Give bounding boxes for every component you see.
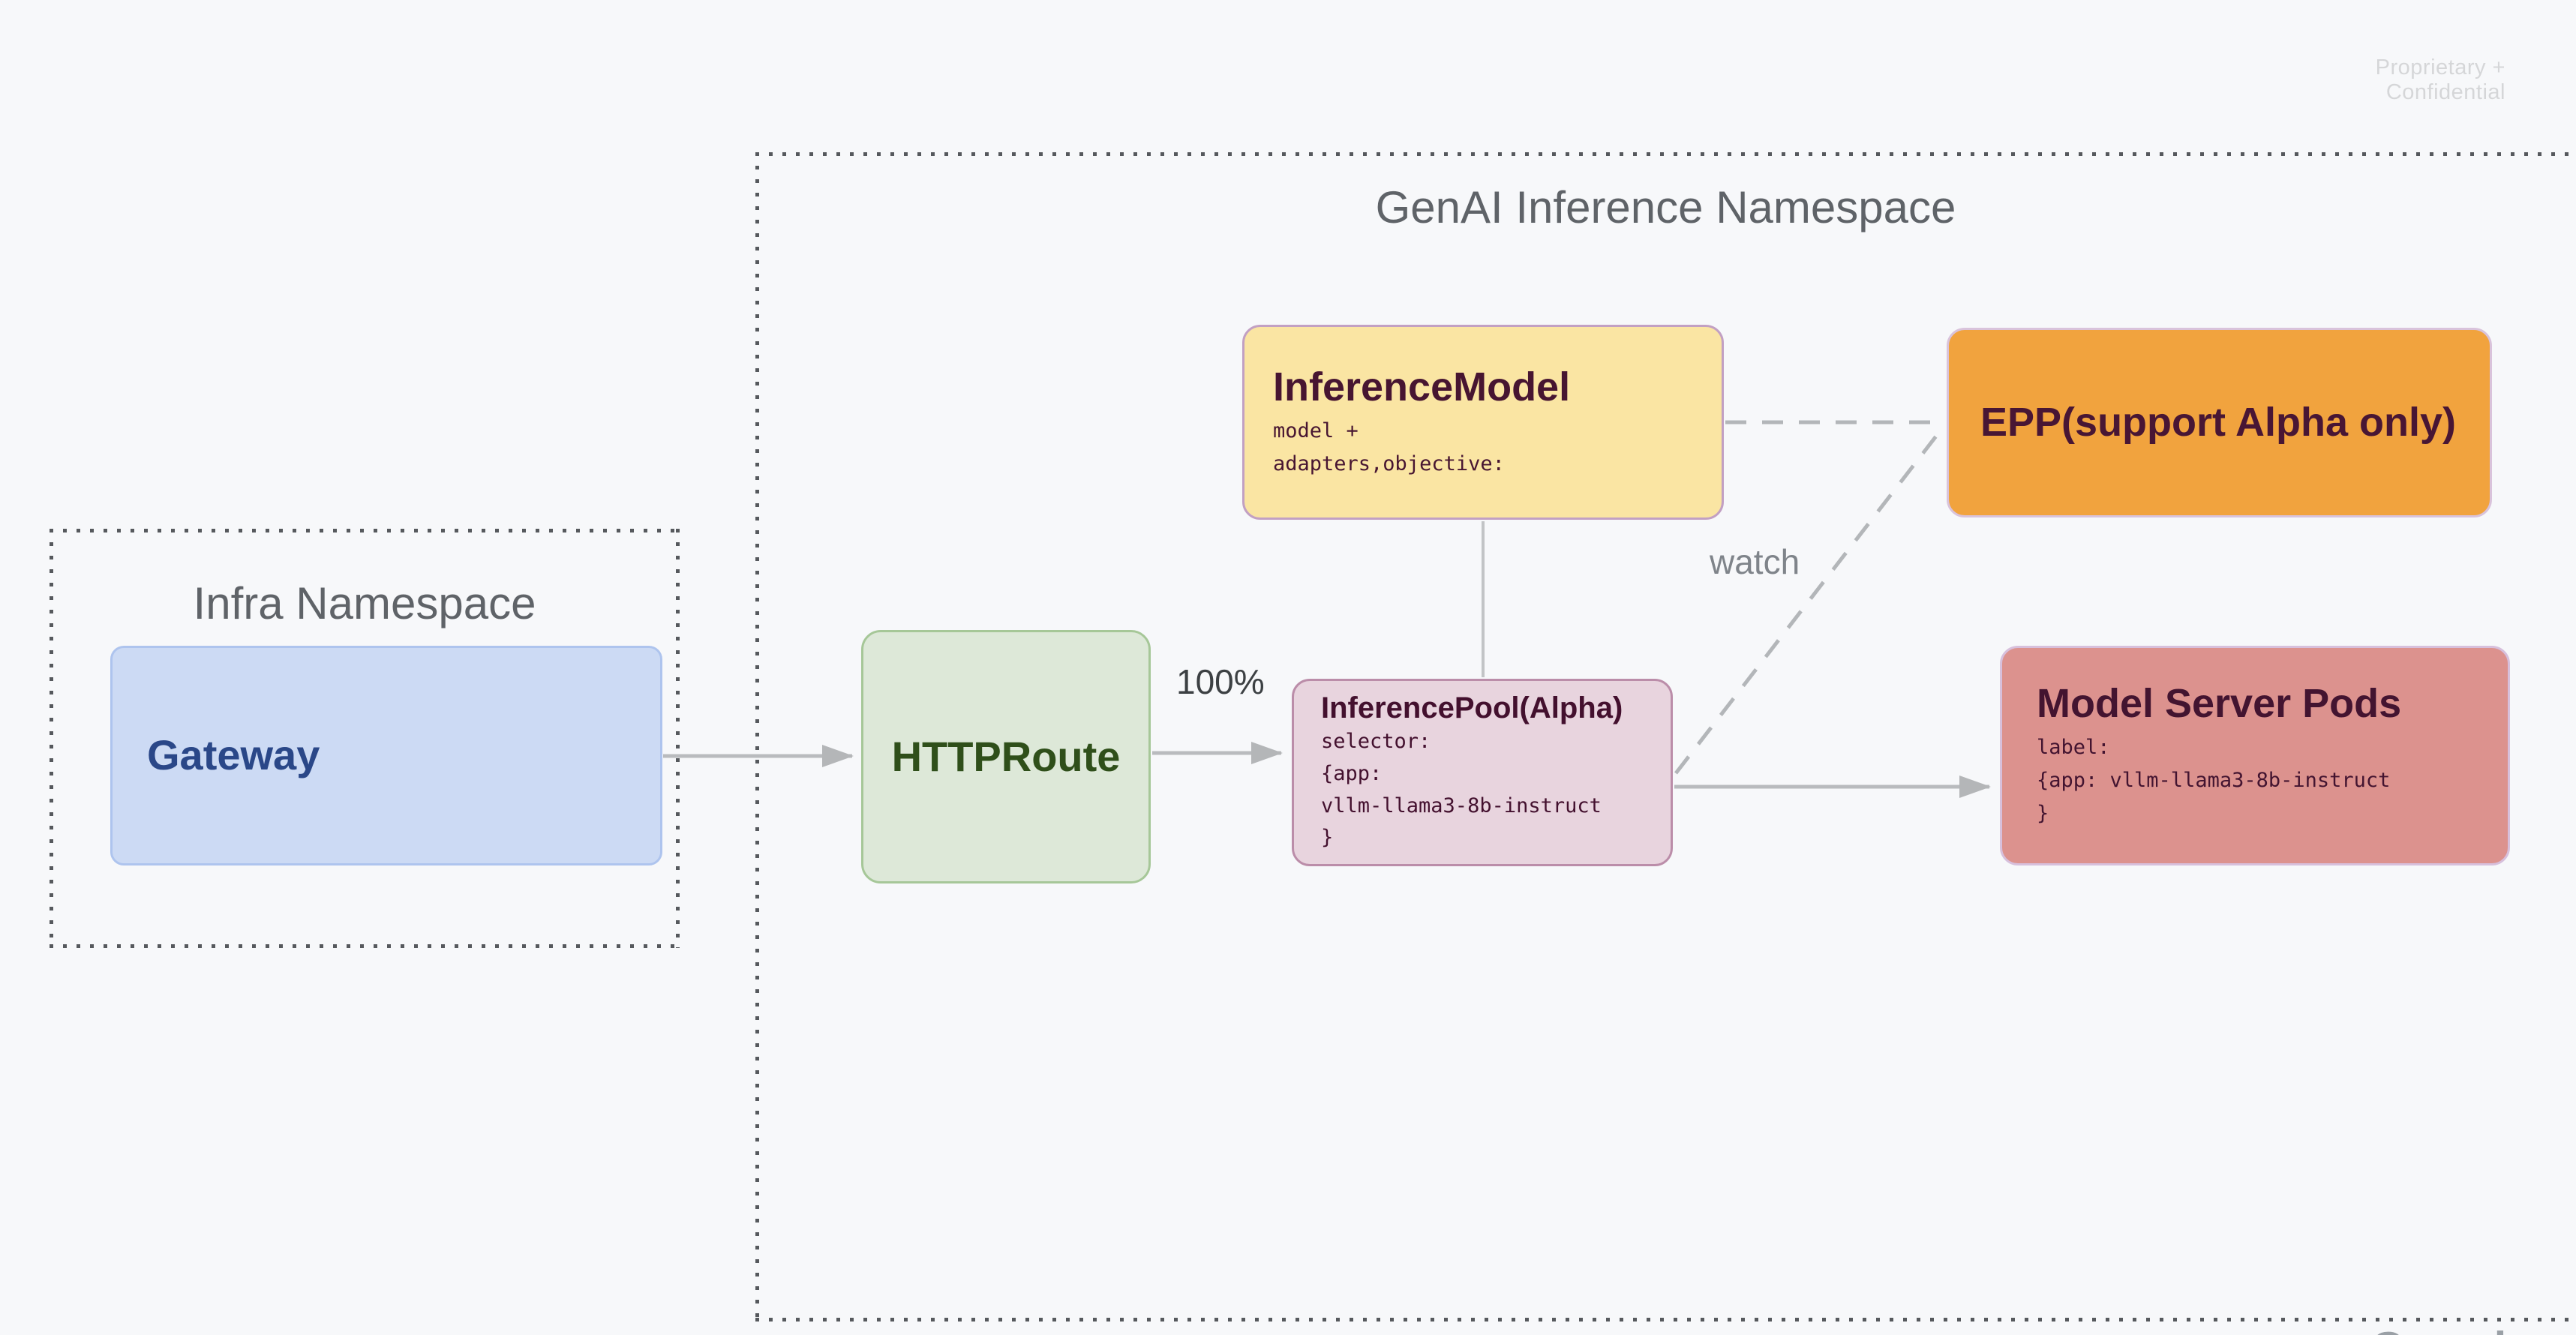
genai-border-left bbox=[755, 152, 759, 1322]
model-server-pods-body: label: {app: vllm-llama3-8b-instruct } bbox=[2037, 735, 2391, 826]
genai-border-bottom bbox=[755, 1318, 2576, 1322]
inference-pool-node: InferencePool(Alpha) selector: {app: vll… bbox=[1292, 679, 1673, 866]
inference-model-node: InferenceModel model + adapters,objectiv… bbox=[1242, 325, 1724, 520]
inference-pool-body: selector: {app: vllm-llama3-8b-instruct … bbox=[1321, 730, 1602, 850]
inference-pool-title: InferencePool(Alpha) bbox=[1321, 692, 1623, 725]
traffic-percent-label: 100% bbox=[1176, 662, 1265, 701]
inference-model-title: InferenceModel bbox=[1273, 364, 1571, 410]
infra-border-bottom bbox=[50, 944, 680, 948]
infra-border-right bbox=[676, 529, 680, 948]
epp-title: EPP(support Alpha only) bbox=[1980, 399, 2456, 445]
watch-label: watch bbox=[1710, 542, 1800, 581]
inference-model-body: model + adapters,objective: bbox=[1273, 418, 1505, 476]
confidential-note: Proprietary + Confidential bbox=[2375, 56, 2505, 104]
infra-border-left bbox=[50, 529, 53, 948]
google-logo-partial: Google bbox=[2370, 1322, 2535, 1335]
httproute-node: HTTPRoute bbox=[861, 630, 1151, 884]
model-server-pods-title: Model Server Pods bbox=[2037, 681, 2402, 727]
infra-border-top bbox=[50, 529, 680, 532]
gateway-node: Gateway bbox=[110, 646, 662, 866]
genai-namespace-title: GenAI Inference Namespace bbox=[1375, 182, 1956, 232]
httproute-title: HTTPRoute bbox=[891, 732, 1121, 780]
infra-namespace-title: Infra Namespace bbox=[193, 578, 536, 628]
gateway-title: Gateway bbox=[147, 731, 320, 779]
model-server-pods-node: Model Server Pods label: {app: vllm-llam… bbox=[2000, 646, 2510, 866]
epp-node: EPP(support Alpha only) bbox=[1947, 328, 2492, 518]
genai-border-top bbox=[755, 152, 2576, 156]
